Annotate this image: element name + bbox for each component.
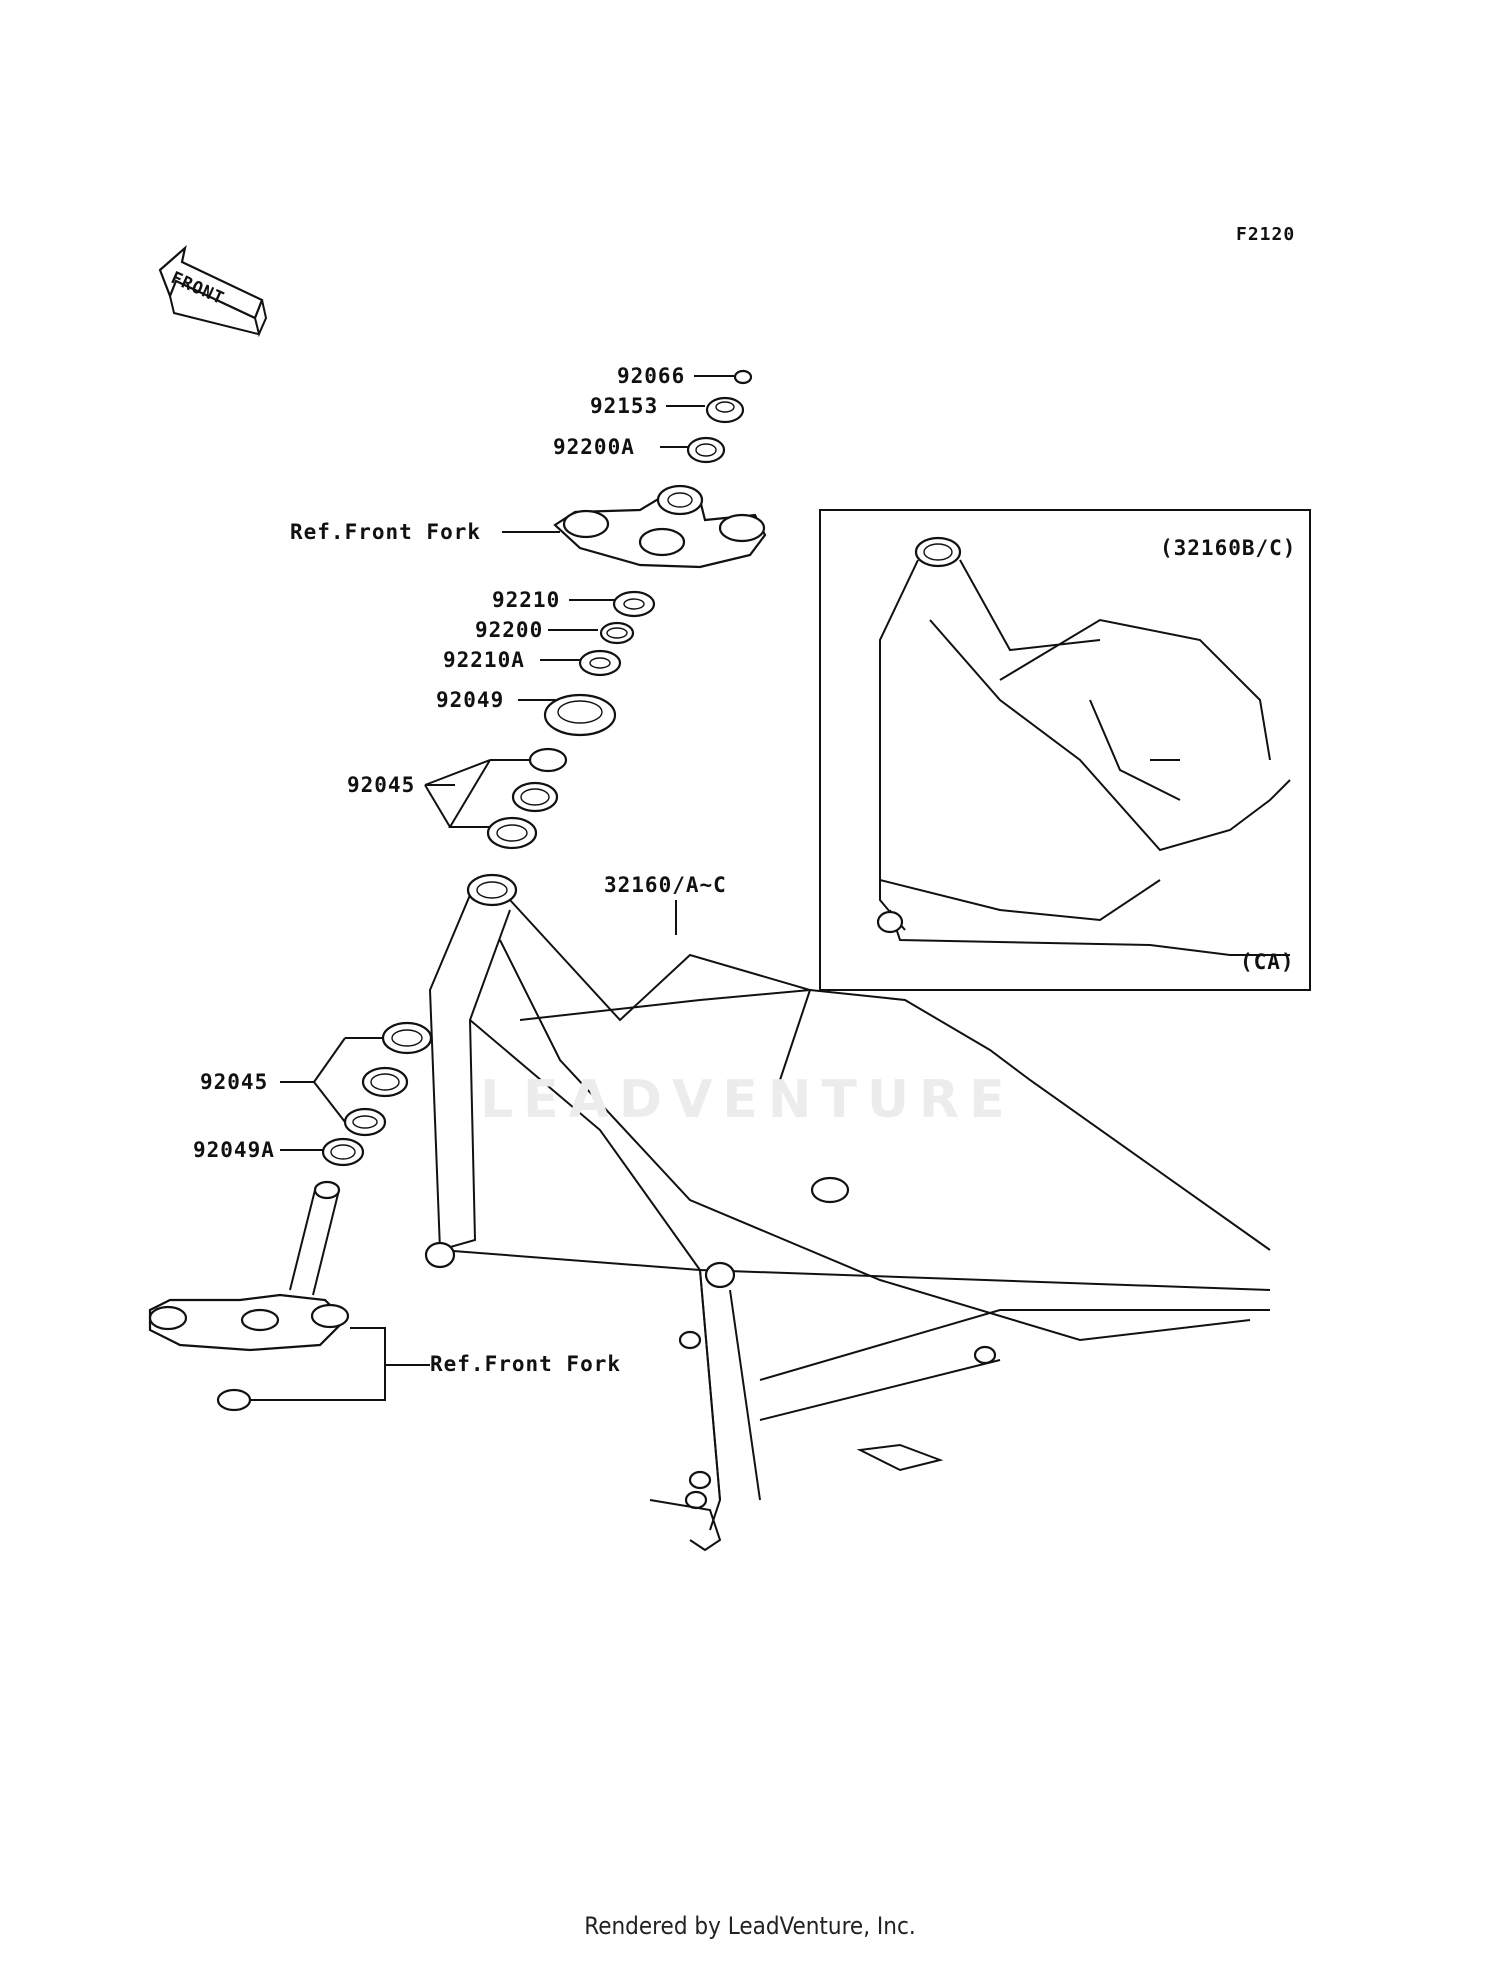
label-92049A: 92049A	[193, 1138, 275, 1162]
part-92049A	[321, 1137, 365, 1167]
inset-frame-drawing	[876, 536, 1291, 956]
part-92200	[599, 621, 635, 645]
part-92200A	[686, 436, 726, 464]
part-92210A	[578, 649, 622, 677]
label-92200A: 92200A	[553, 435, 635, 459]
part-92153	[705, 396, 745, 424]
part-main-frame	[424, 873, 1271, 1552]
label-92153: 92153	[590, 394, 659, 418]
label-92049: 92049	[436, 688, 505, 712]
label-92045-top: 92045	[347, 773, 416, 797]
part-92210	[612, 590, 656, 618]
front-arrow-icon	[158, 244, 268, 338]
part-92066	[733, 369, 753, 385]
label-92066: 92066	[617, 364, 686, 388]
label-32160: 32160/A~C	[604, 873, 727, 897]
part-92049	[543, 693, 617, 737]
inset-box	[819, 509, 1311, 991]
label-92210: 92210	[492, 588, 561, 612]
label-92200: 92200	[475, 618, 544, 642]
inset-bottom-label: (CA)	[1240, 950, 1295, 974]
inset-top-label: (32160B/C)	[1160, 536, 1297, 560]
label-ref-front-fork-top: Ref.Front Fork	[290, 520, 482, 544]
diagram-code: F2120	[1236, 224, 1296, 245]
label-ref-front-fork-bottom: Ref.Front Fork	[430, 1352, 622, 1376]
footer-credit: Rendered by LeadVenture, Inc.	[584, 1912, 916, 1940]
watermark: LEADVENTURE	[480, 1070, 1015, 1130]
part-upper-triple-clamp	[553, 484, 767, 569]
part-steering-stem	[148, 1180, 350, 1412]
label-92210A: 92210A	[443, 648, 525, 672]
label-92045-bottom: 92045	[200, 1070, 269, 1094]
part-92045-top	[486, 747, 568, 850]
part-92045-bottom	[343, 1021, 433, 1137]
